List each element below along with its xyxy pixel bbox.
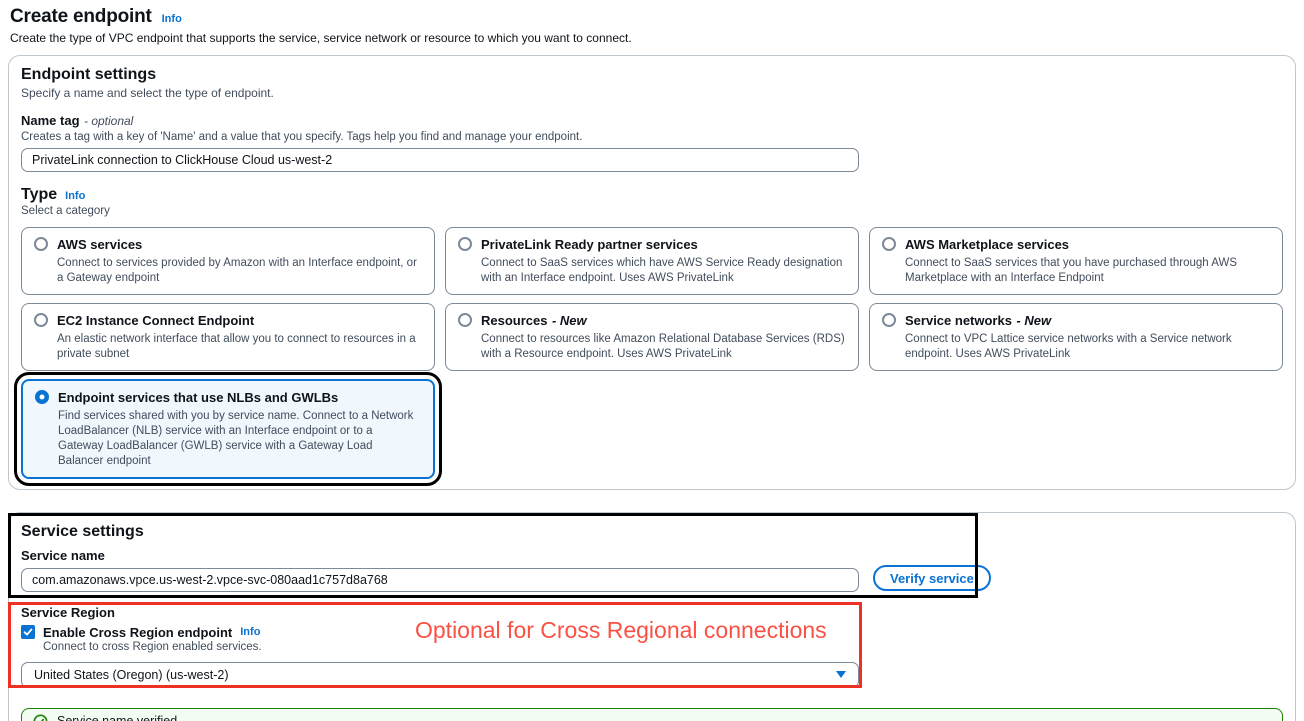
radio-icon[interactable] <box>882 312 896 327</box>
endpoint-settings-title: Endpoint settings <box>21 66 157 83</box>
card-title: Endpoint services that use NLBs and GWLB… <box>58 389 339 405</box>
page-description: Create the type of VPC endpoint that sup… <box>10 31 632 45</box>
card-title-suffix: - New <box>1016 312 1052 328</box>
radio-icon[interactable] <box>458 312 472 327</box>
service-region-label: Service Region <box>21 604 115 620</box>
radio-icon[interactable] <box>458 237 472 251</box>
endpoint-settings-subtitle: Specify a name and select the type of en… <box>21 86 274 100</box>
service-name-label: Service name <box>21 547 105 563</box>
radio-icon[interactable] <box>882 237 896 251</box>
card-description: Connect to VPC Lattice service networks … <box>905 332 1232 360</box>
name-tag-help: Creates a tag with a key of 'Name' and a… <box>21 131 583 143</box>
type-option-aws-services[interactable]: AWS services Connect to services provide… <box>21 227 435 295</box>
type-option-resources[interactable]: Resources - New Connect to resources lik… <box>445 302 859 371</box>
card-description: Connect to services provided by Amazon w… <box>57 257 417 284</box>
name-tag-label: Name tag <box>21 113 80 128</box>
page-header: Create endpoint Info Create the type of … <box>0 0 1304 45</box>
radio-icon[interactable] <box>34 312 48 327</box>
type-option-ec2-instance-connect[interactable]: EC2 Instance Connect Endpoint An elastic… <box>21 302 435 371</box>
card-title: PrivateLink Ready partner services <box>481 237 698 252</box>
card-title: EC2 Instance Connect Endpoint <box>57 312 255 328</box>
type-section-title: Type <box>21 186 58 203</box>
card-title: Resources <box>481 312 548 328</box>
cross-region-help: Connect to cross Region enabled services… <box>43 640 262 653</box>
card-description: Connect to SaaS services which have AWS … <box>481 257 843 284</box>
region-select[interactable]: United States (Oregon) (us-west-2) <box>21 661 859 688</box>
endpoint-settings-panel: Endpoint settings Specify a name and sel… <box>8 55 1296 490</box>
region-select-value: United States (Oregon) (us-west-2) <box>34 667 229 682</box>
cross-region-checkbox[interactable] <box>21 625 35 639</box>
card-description: Connect to SaaS services that you have p… <box>905 257 1237 284</box>
type-option-service-networks[interactable]: Service networks - New Connect to VPC La… <box>869 302 1283 371</box>
chevron-down-icon <box>836 671 846 678</box>
card-description: An elastic network interface that allow … <box>57 332 416 360</box>
success-check-icon <box>33 714 48 721</box>
type-options-grid: AWS services Connect to services provide… <box>14 227 1283 486</box>
service-name-input[interactable] <box>21 567 859 592</box>
service-settings-panel: Optional for Cross Regional connections … <box>8 511 1296 721</box>
red-annotation-text: Optional for Cross Regional connections <box>415 616 827 643</box>
service-settings-title: Service settings <box>21 522 144 540</box>
type-option-privatelink-partner[interactable]: PrivateLink Ready partner services Conne… <box>445 227 859 295</box>
page-info-link[interactable]: Info <box>161 13 182 25</box>
card-description: Find services shared with you by service… <box>58 409 414 467</box>
name-tag-optional: - optional <box>83 114 134 128</box>
radio-selected-icon[interactable] <box>35 389 49 404</box>
card-title: AWS Marketplace services <box>905 237 1070 252</box>
type-option-endpoint-services-nlb-gwlb[interactable]: Endpoint services that use NLBs and GWLB… <box>14 371 442 486</box>
type-info-link[interactable]: Info <box>65 190 86 202</box>
type-option-marketplace[interactable]: AWS Marketplace services Connect to SaaS… <box>869 227 1283 295</box>
name-tag-input[interactable] <box>21 148 859 172</box>
page-title: Create endpoint <box>10 6 152 27</box>
cross-region-checkbox-label[interactable]: Enable Cross Region endpoint <box>43 624 233 640</box>
card-title: Service networks <box>905 312 1012 328</box>
verify-service-button[interactable]: Verify service <box>873 565 991 591</box>
check-icon <box>23 628 33 636</box>
cross-region-info-link[interactable]: Info <box>240 626 261 638</box>
radio-icon[interactable] <box>34 237 48 251</box>
success-banner: Service name verified. <box>21 707 1283 721</box>
card-title: AWS services <box>57 237 143 252</box>
success-banner-text: Service name verified. <box>57 714 181 721</box>
card-description: Connect to resources like Amazon Relatio… <box>481 332 845 360</box>
card-title-suffix: - New <box>551 312 587 328</box>
type-section-subtitle: Select a category <box>21 205 110 217</box>
